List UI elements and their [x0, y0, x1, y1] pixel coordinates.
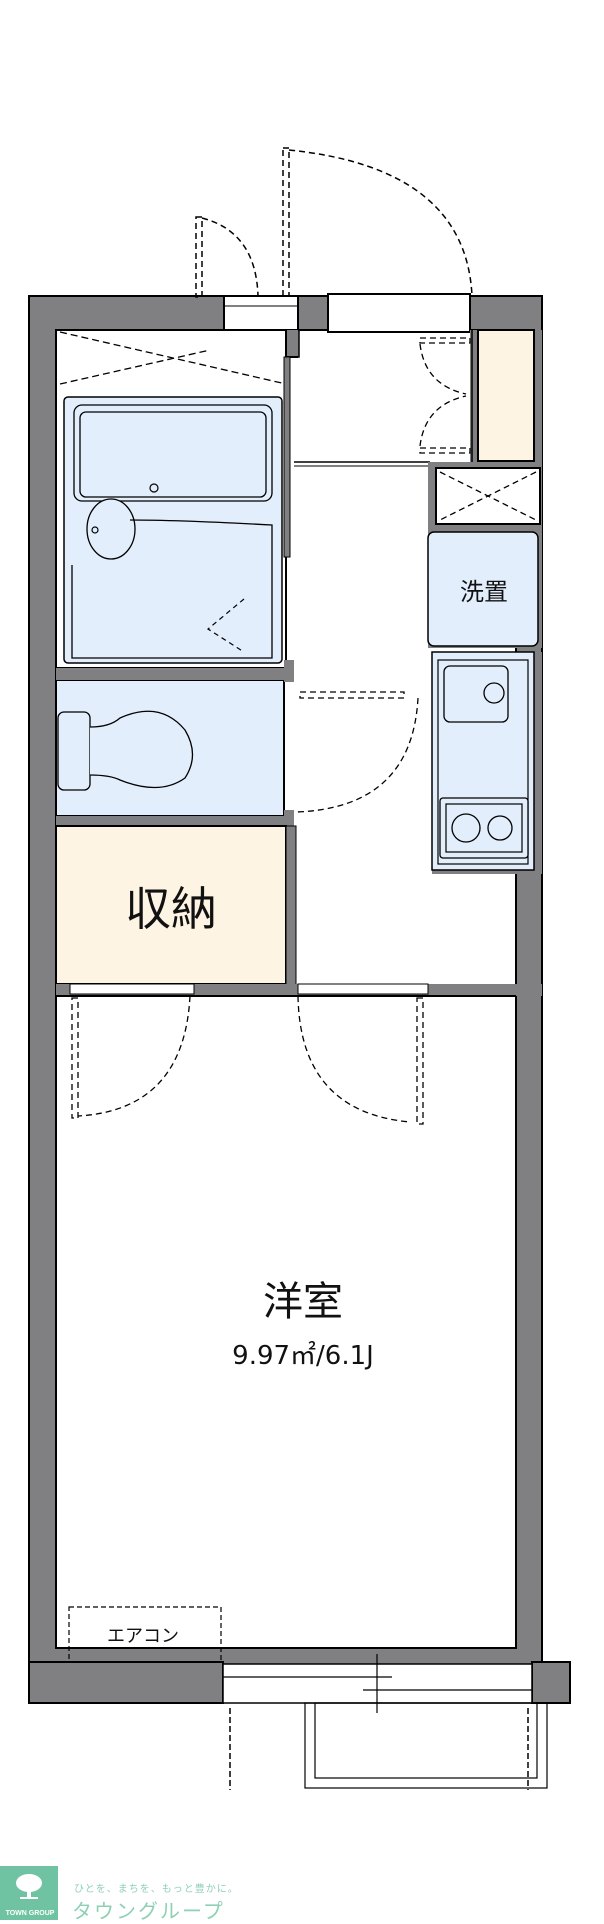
logo-text: TOWN GROUP	[5, 1910, 55, 1917]
tree-icon	[16, 1874, 42, 1899]
small-window-top	[223, 295, 299, 331]
toilet-room	[55, 679, 285, 817]
closet-door-swings	[419, 337, 471, 454]
bathroom	[55, 329, 287, 669]
western-room-label: 洋室	[263, 1279, 343, 1325]
brand-name: タウングループ	[72, 1899, 225, 1923]
room-door-swings	[71, 995, 424, 1125]
front-door-opening	[327, 293, 471, 333]
western-room-size: 9.97㎡/6.1J	[232, 1341, 374, 1371]
toilet-door-swing	[295, 691, 419, 813]
storage-room: 収納	[55, 825, 287, 985]
shoe-closet	[477, 329, 535, 462]
washer-label: 洗置	[460, 578, 508, 606]
balcony	[229, 1702, 548, 1790]
storage-door-opening	[69, 983, 195, 995]
aircon-label: エアコン	[107, 1626, 179, 1647]
sink	[443, 665, 509, 723]
balcony-window	[222, 1654, 533, 1713]
town-group-logo: TOWN GROUP	[0, 1866, 58, 1920]
room-door-opening	[297, 983, 429, 995]
brand-tagline: ひとを、まちを、もっと豊かに。	[74, 1884, 239, 1895]
storage-label: 収納	[125, 882, 217, 936]
washer-space: 洗置	[427, 530, 542, 648]
entry-door-swings	[195, 147, 473, 298]
kitchen-counter	[431, 651, 542, 874]
aircon-box	[68, 1606, 222, 1666]
